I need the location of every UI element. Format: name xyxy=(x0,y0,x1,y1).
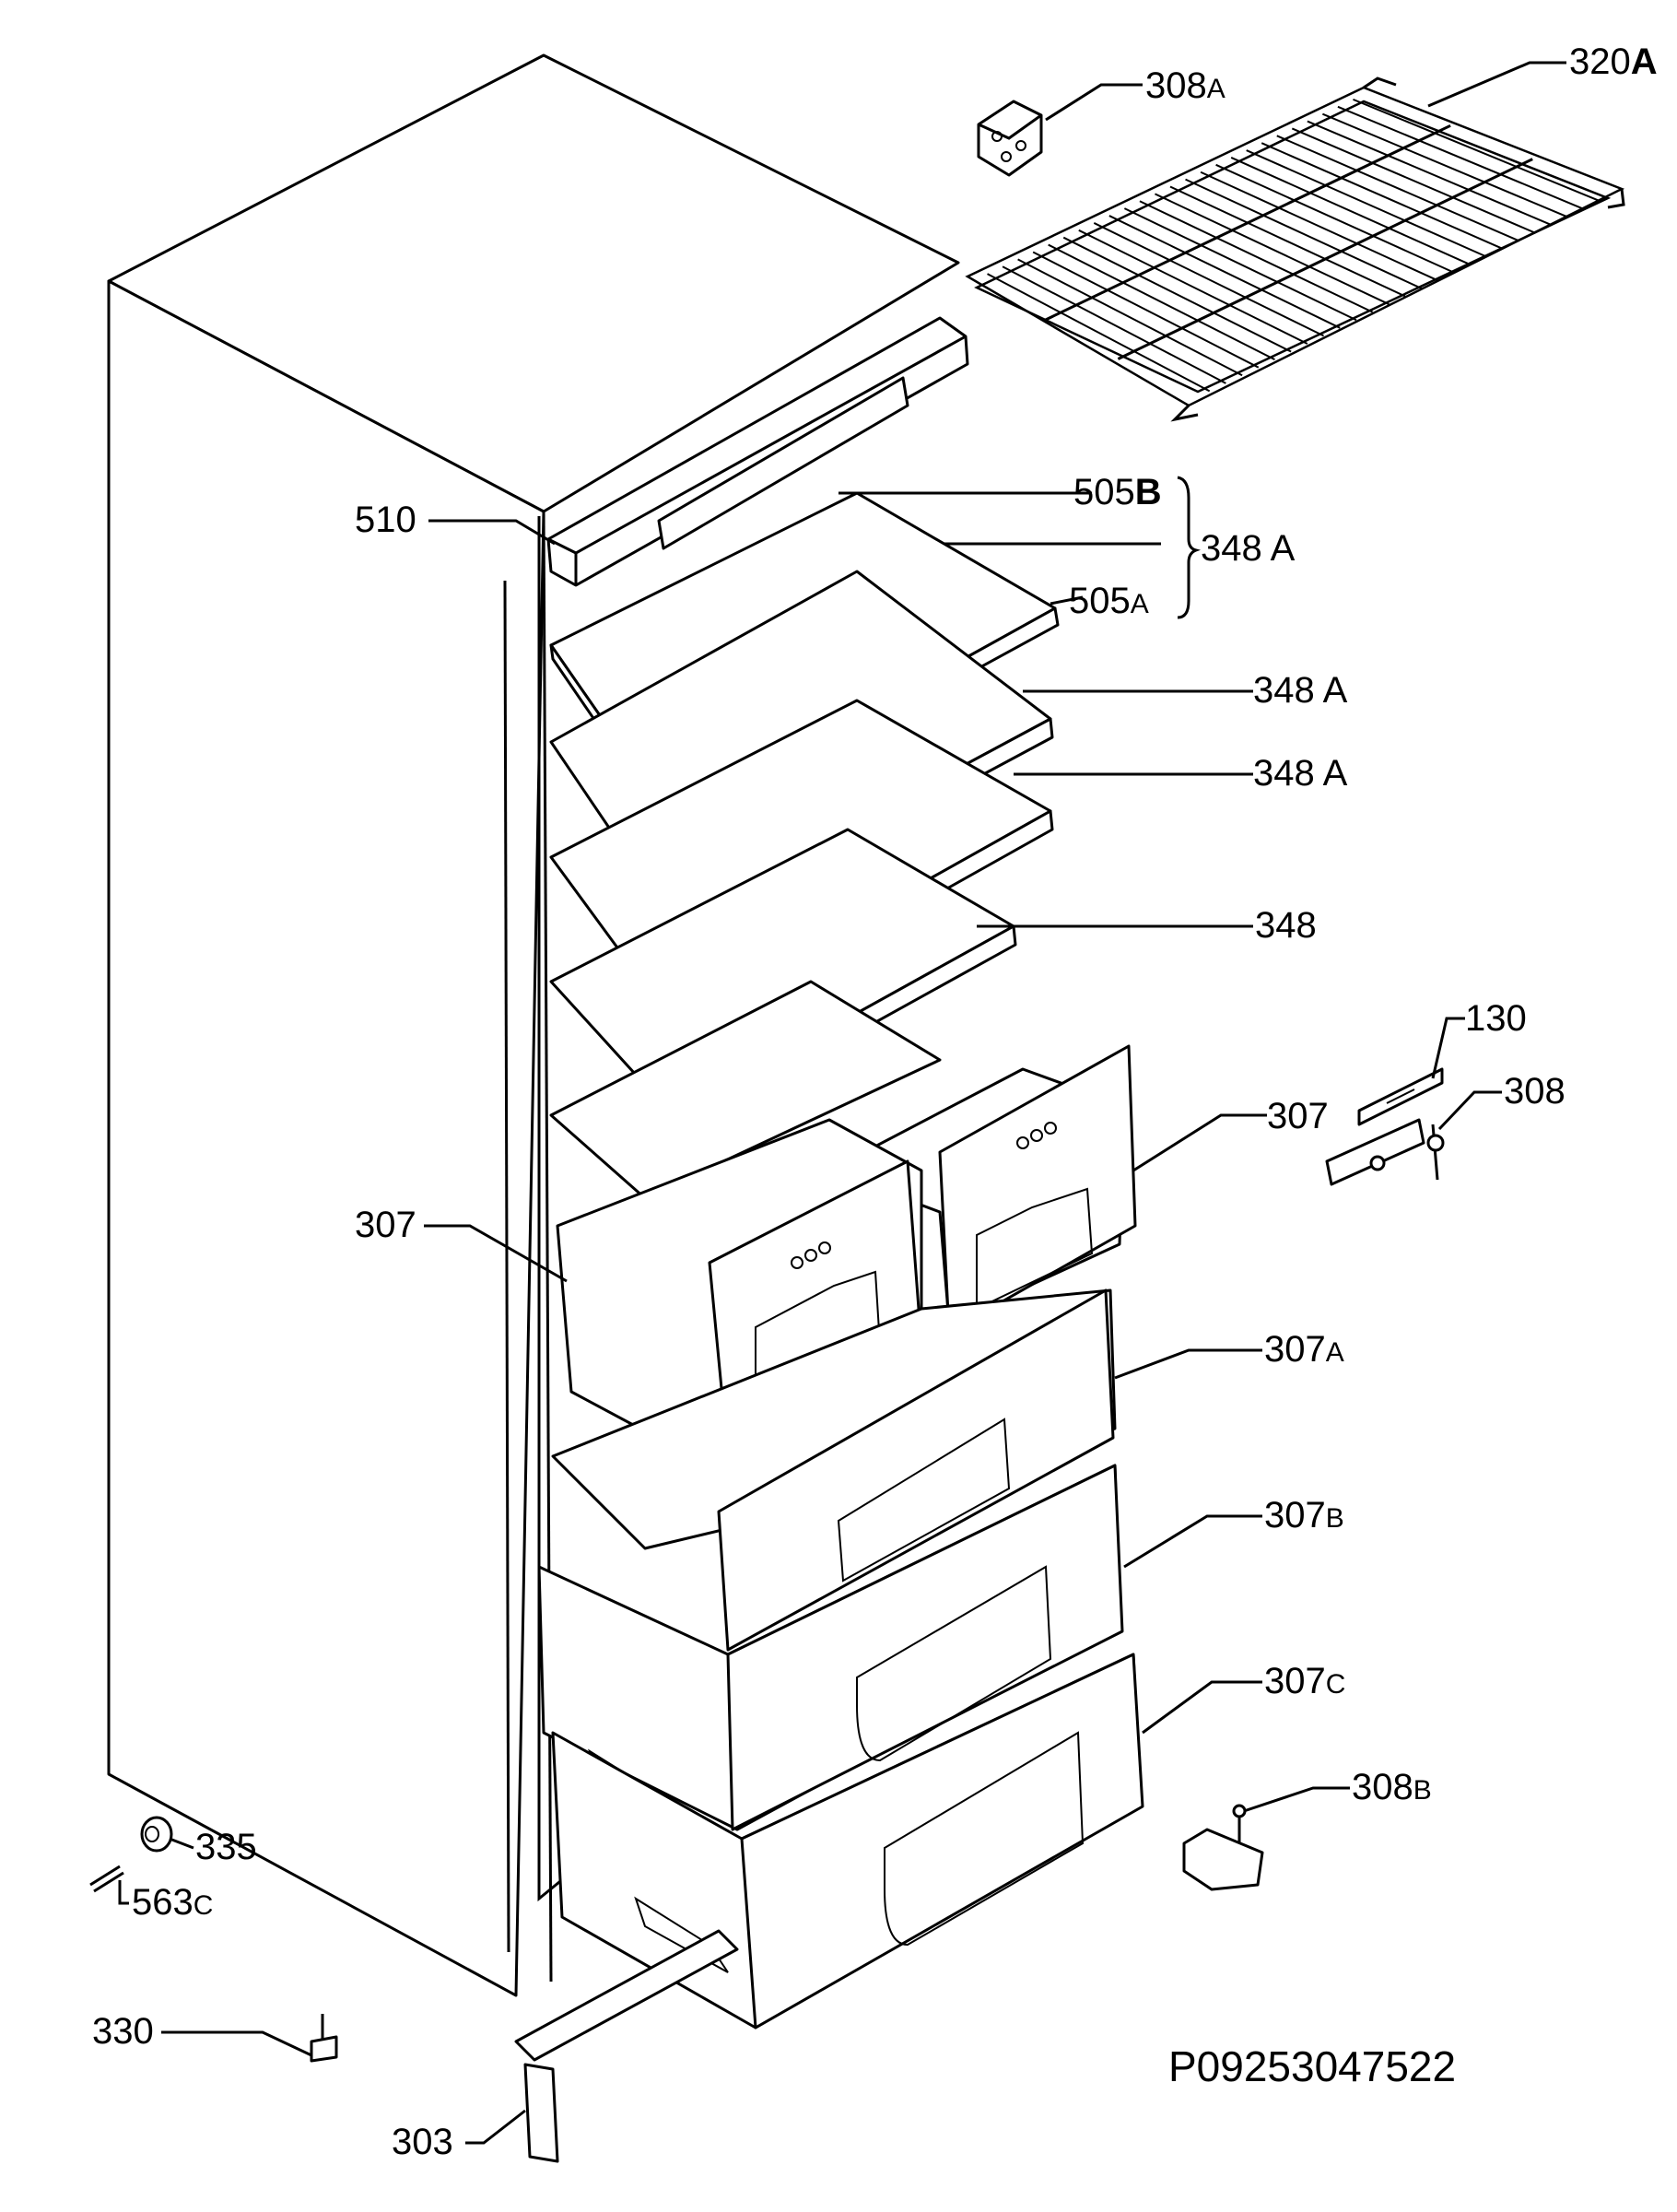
callout-348a-3: 348 A xyxy=(1253,753,1348,794)
shelf-rod xyxy=(1062,236,1292,353)
shelf-crossbar xyxy=(1044,124,1451,322)
shelf-rod xyxy=(1200,171,1438,282)
callout-335: 335 xyxy=(195,1827,257,1867)
shelf-rod xyxy=(1093,222,1324,337)
shelf-rod xyxy=(1002,265,1226,384)
leader-lines xyxy=(118,61,1566,2145)
callout-303: 303 xyxy=(392,2122,453,2162)
shelf-rod xyxy=(1123,207,1357,322)
drawer-307a xyxy=(551,1288,1117,1670)
callout-330: 330 xyxy=(92,2011,154,2052)
shelf-rod xyxy=(1321,112,1569,218)
callout-308: 308 xyxy=(1504,1071,1566,1112)
callout-505a: 505A xyxy=(1069,581,1149,621)
callout-307b: 307B xyxy=(1264,1495,1344,1535)
shelf-rod xyxy=(1291,127,1536,234)
callout-130: 130 xyxy=(1465,998,1527,1039)
foot-330 xyxy=(310,2014,338,2063)
shelf-rod xyxy=(1337,105,1585,211)
shelf-rod xyxy=(1230,157,1472,266)
callout-307a: 307A xyxy=(1264,1329,1344,1370)
shelf-rod xyxy=(1276,135,1520,242)
shelf-rod xyxy=(1261,142,1504,250)
shelf-rod xyxy=(1139,200,1374,313)
glass-shelf-5 xyxy=(549,980,942,1200)
callout-348a-2: 348 A xyxy=(1253,670,1348,711)
shelf-rod xyxy=(1307,120,1553,227)
callout-308b: 308B xyxy=(1352,1767,1432,1807)
callout-308a: 308A xyxy=(1145,65,1226,106)
drawer-307b xyxy=(537,1464,1124,1831)
callout-505b: 505B xyxy=(1073,472,1162,512)
pin-563c xyxy=(89,1865,124,1893)
kick-plate-303 xyxy=(514,1929,739,2163)
shelf-rod xyxy=(1185,178,1423,289)
shelf-rod xyxy=(1155,193,1390,305)
door-stop-130 xyxy=(1357,1067,1444,1126)
shelf-rod xyxy=(1048,243,1275,361)
callout-320a: 320A xyxy=(1569,41,1658,82)
shelf-rod xyxy=(1032,251,1260,369)
bin-307-right xyxy=(827,1044,1137,1334)
drawer-307c xyxy=(551,1653,1144,2030)
shelf-rod xyxy=(1246,149,1487,258)
shelf-rod xyxy=(1169,185,1406,298)
callout-307-right: 307 xyxy=(1267,1096,1329,1136)
callout-307-left: 307 xyxy=(355,1205,416,1245)
shelf-rod xyxy=(1017,258,1243,377)
wire-shelf-320a xyxy=(965,76,1625,422)
shelf-rod xyxy=(1215,163,1455,274)
callout-563c: 563C xyxy=(132,1882,213,1923)
control-panel-510 xyxy=(546,316,969,587)
hinge-308a xyxy=(977,100,1043,177)
reference-code: P09253047522 xyxy=(1168,2042,1456,2090)
shelf-crossbar xyxy=(1117,158,1533,360)
callout-348: 348 xyxy=(1255,905,1317,946)
callout-510: 510 xyxy=(355,500,416,540)
callout-307c: 307C xyxy=(1264,1661,1345,1701)
shelf-rod xyxy=(1108,215,1341,329)
shelf-rod xyxy=(1078,229,1308,345)
callout-348a-group: 348 A xyxy=(1201,528,1296,569)
callout-labels: 308A 320A 510 505B 348 A 505A 348 A 348 … xyxy=(92,41,1658,2162)
foot-335 xyxy=(140,1816,173,1853)
shelf-rod xyxy=(1353,98,1601,203)
hinge-308 xyxy=(1325,1118,1445,1186)
hinge-308b xyxy=(1182,1804,1264,1891)
shelf-rod xyxy=(987,273,1211,393)
